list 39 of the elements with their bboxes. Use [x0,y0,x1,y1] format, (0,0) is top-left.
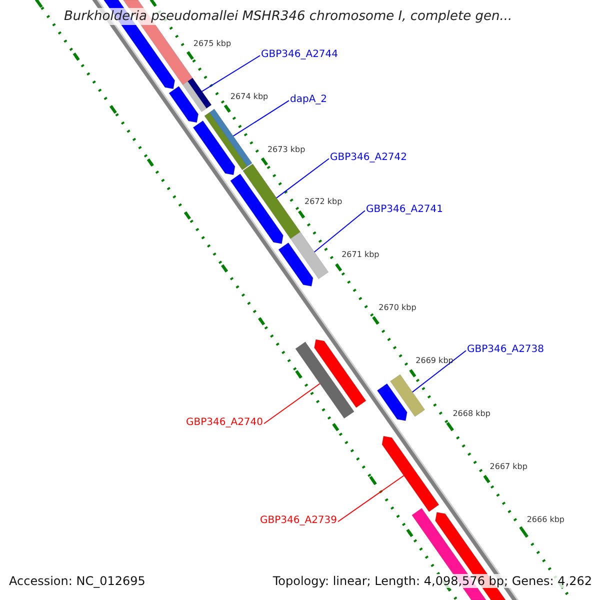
gene-bar [242,164,301,240]
leader-line [412,350,466,393]
leader-line [314,210,366,252]
gene-bar [230,174,284,244]
scale-label: 2670 kbp [378,303,416,312]
scale-label: 2672 kbp [304,197,342,206]
gene-bar [382,436,440,512]
gene-bar [314,339,366,408]
leader-line [264,383,320,424]
gene-bar [187,78,212,109]
gene-label: GBP346_A2739 [260,515,338,526]
gene-bar [278,242,314,287]
scale-label: 2673 kbp [267,144,306,154]
gene-label: GBP346_A2738 [467,344,544,355]
leader-line [338,475,404,522]
scale-label: 2666 kbp [526,514,565,524]
gene-bar [168,86,199,123]
gene-label: GBP346_A2742 [330,152,408,163]
gene-bar [290,232,329,280]
gene-bar [376,383,408,421]
gene-label: GBP346_A2744 [261,49,338,60]
gene-bar [295,342,354,419]
gene-bar [182,81,207,112]
leader-line [276,158,330,198]
gene-label: dapA_2 [290,94,328,105]
scale-label: 2674 kbp [230,92,268,101]
scale-label: 2667 kbp [490,462,528,472]
gene-bar [390,374,426,417]
scale-label: 2669 kbp [416,356,454,366]
gene-label: GBP346_A2741 [366,204,444,215]
gene-bar [192,120,236,176]
summary-text: Topology: linear; Length: 4,098,576 bp; Genes: 4,262 [272,574,592,588]
gene-label: GBP346_A2740 [186,417,264,428]
scale-label: 2668 kbp [452,409,490,418]
leader-line [232,100,290,137]
accession-text: Accession: NC_012695 [9,574,146,588]
leader-line [201,55,260,92]
scale-label: 2675 kbp [193,38,232,48]
scale-label: 2671 kbp [342,250,380,260]
